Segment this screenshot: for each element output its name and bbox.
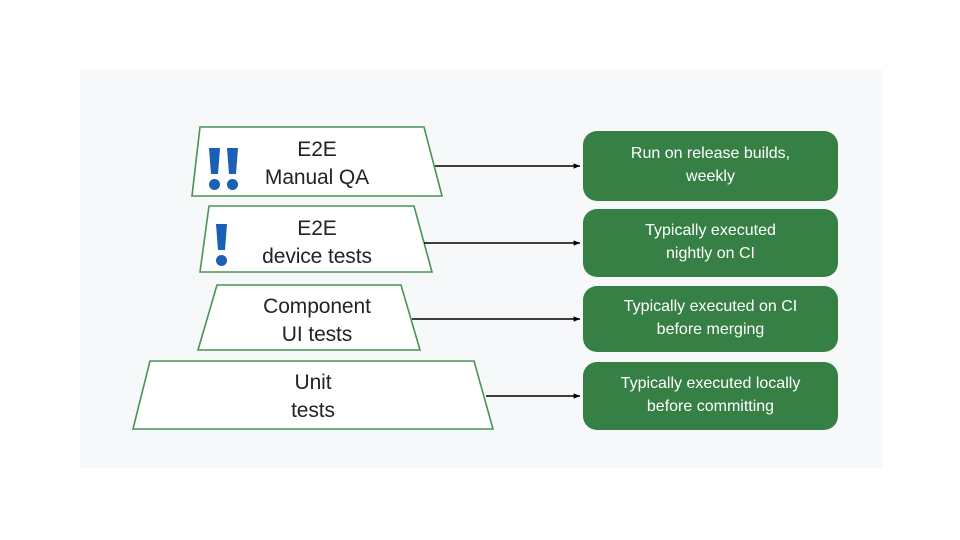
level-label-e2e-device-tests: E2E device tests [262, 217, 372, 268]
note-component-ui-tests[interactable]: Typically executed on CI before merging [583, 286, 838, 352]
level-label-e2e-manual-qa: E2E Manual QA [264, 138, 370, 189]
exclamation-dot-icon [216, 255, 227, 266]
exclamation-dot-icon [209, 179, 220, 190]
note-e2e-device-tests[interactable]: Typically executed nightly on CI [583, 209, 838, 277]
exclamation-icon [227, 148, 238, 190]
exclamation-bar-icon [227, 148, 238, 174]
trapezoid-component-ui-tests[interactable] [196, 284, 422, 351]
trapezoid-e2e-manual-qa[interactable] [191, 126, 444, 197]
note-e2e-manual-qa[interactable]: Run on release builds, weekly [583, 131, 838, 201]
exclamation-bar-icon [209, 148, 220, 174]
exclamation-bar-icon [216, 224, 227, 250]
exclamation-icon [209, 148, 220, 190]
double-exclamation-icon [209, 148, 238, 190]
trapezoid-unit-tests[interactable] [131, 360, 495, 430]
exclamation-dot-icon [227, 179, 238, 190]
level-label-unit-tests: Unit tests [291, 371, 335, 422]
note-unit-tests[interactable]: Typically executed locally before commit… [583, 362, 838, 430]
trapezoid-e2e-device-tests[interactable] [199, 205, 434, 273]
level-label-component-ui-tests: Component UI tests [263, 295, 371, 346]
single-exclamation-icon [216, 224, 227, 266]
exclamation-icon [216, 224, 227, 266]
